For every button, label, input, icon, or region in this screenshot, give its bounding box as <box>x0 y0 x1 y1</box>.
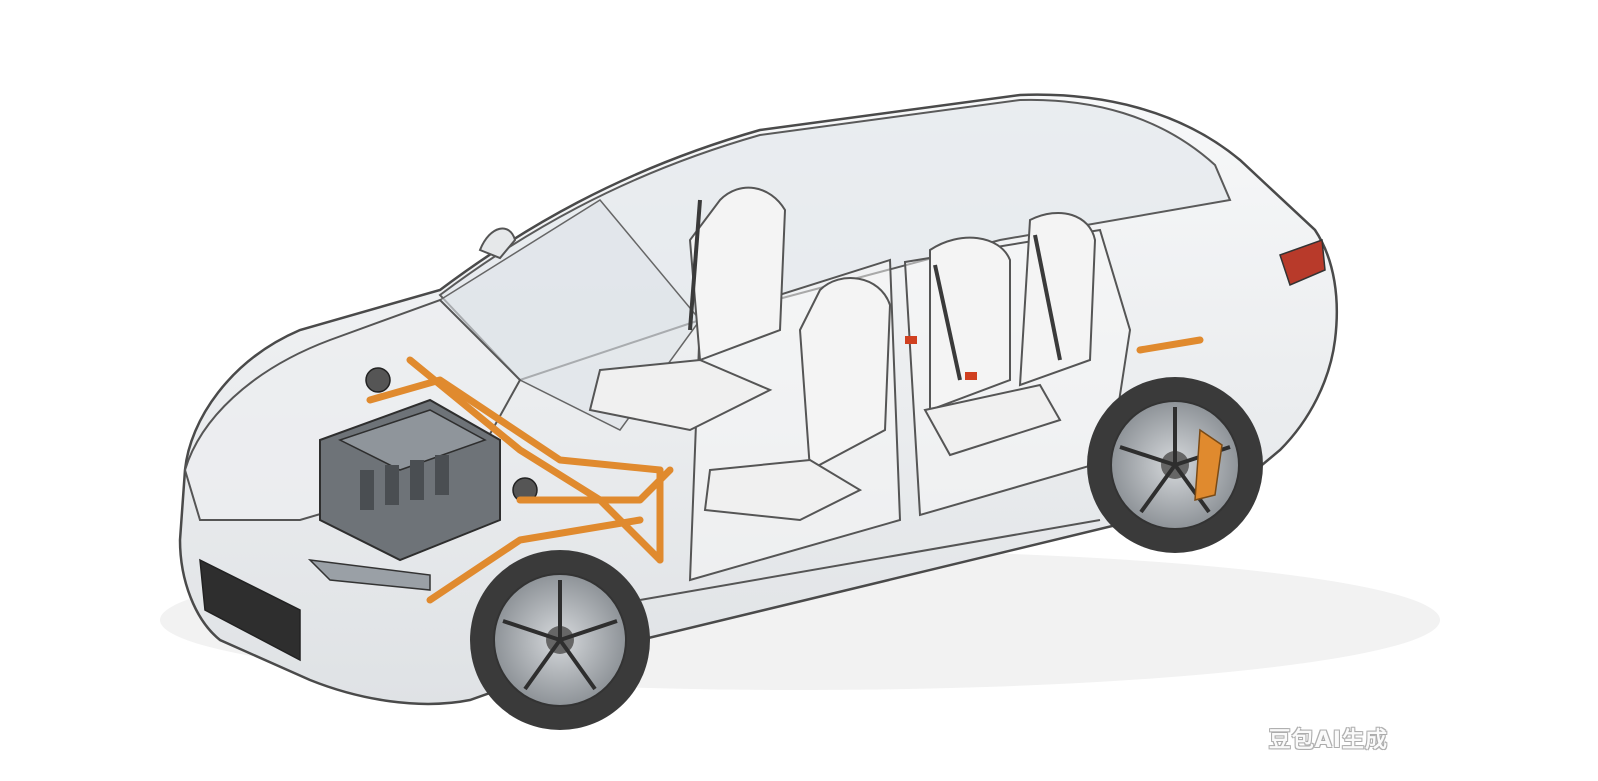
watermark-text: 豆包AI生成 <box>1268 728 1388 753</box>
seatbelt-icon <box>688 199 1062 381</box>
front-passenger-seat <box>703 277 892 522</box>
side-mirror <box>478 227 517 260</box>
seatbelt-buckle-red <box>905 336 917 344</box>
taillight <box>1279 238 1326 287</box>
seat-icon <box>588 186 787 432</box>
headlight <box>307 558 431 591</box>
front-grille <box>199 558 301 662</box>
rear-wheel <box>1087 377 1263 553</box>
seatbelt-buckle-red-rear <box>965 372 977 380</box>
orange-subframe <box>366 336 1204 604</box>
wheel-icon <box>470 550 650 730</box>
brake-caliper-icon <box>1194 428 1223 501</box>
engine-block-icon <box>319 367 538 562</box>
side-sill <box>639 519 1101 601</box>
